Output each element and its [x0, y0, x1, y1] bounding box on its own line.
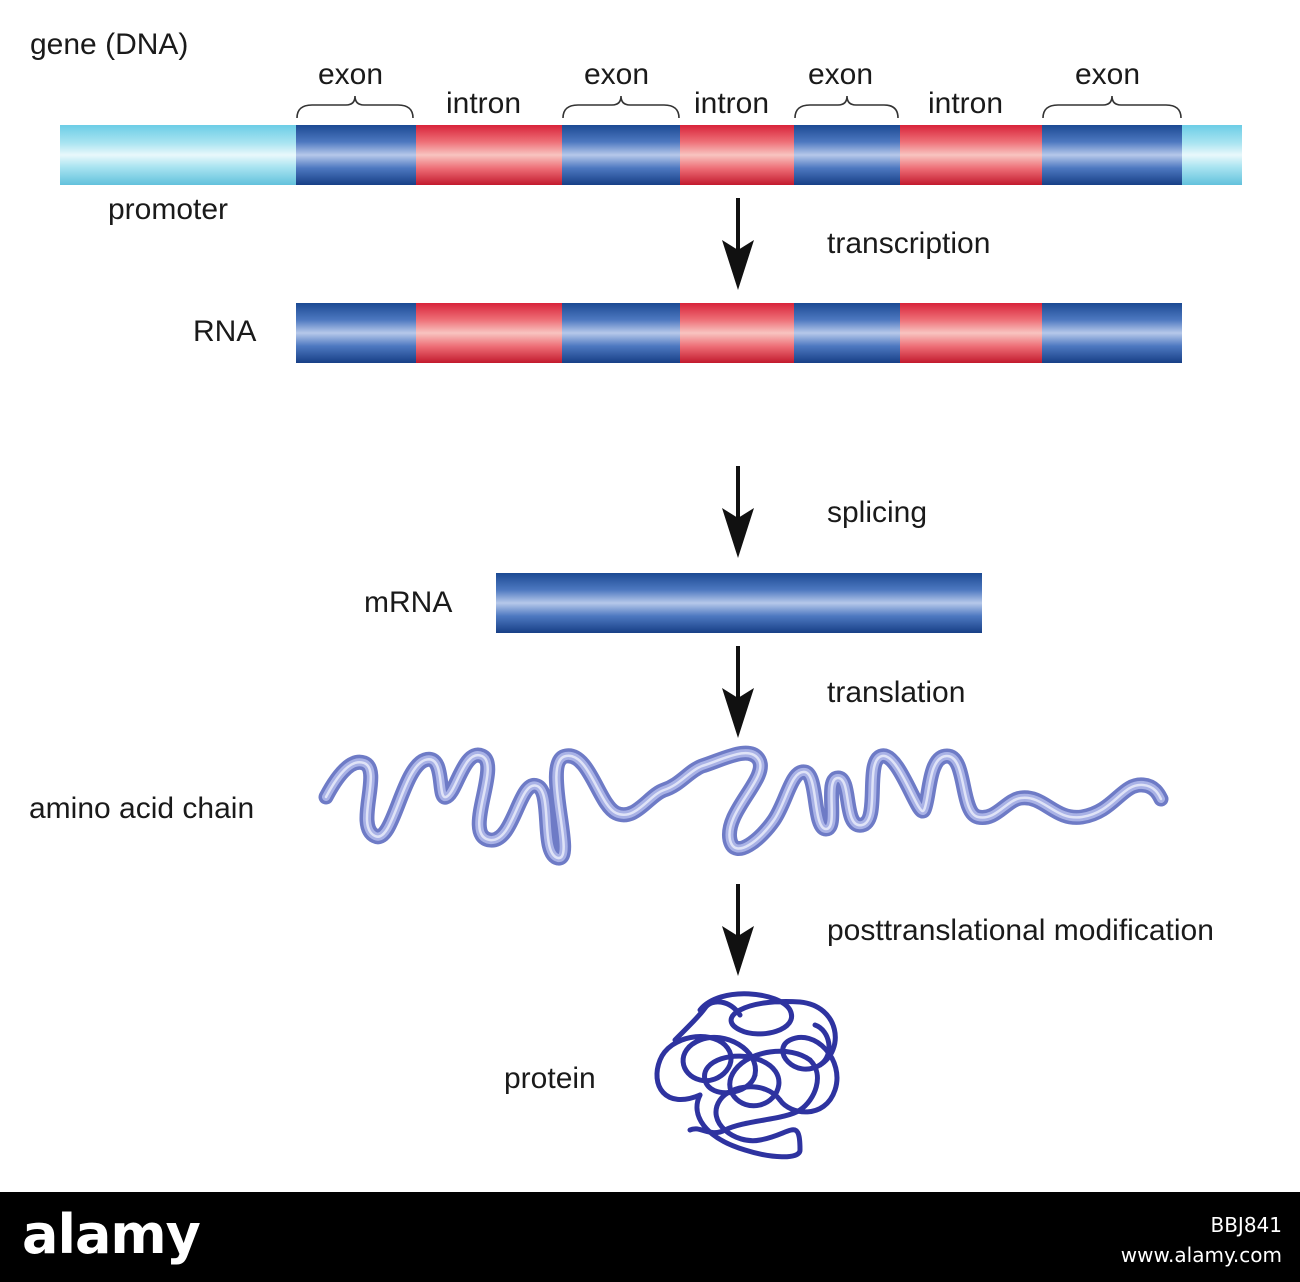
protein-label: protein	[504, 1062, 596, 1095]
exon-label-4: exon	[1075, 58, 1141, 91]
amino-acid-chain	[318, 745, 1169, 866]
exon-brace-4	[1042, 95, 1182, 119]
rna-intron-2	[680, 303, 794, 363]
splicing-arrow	[722, 466, 754, 558]
mrna-bar	[496, 573, 982, 633]
intron-label-2: intron	[694, 87, 770, 120]
dna-trailer-region	[1182, 125, 1242, 185]
rna-exon-4	[1042, 303, 1182, 363]
posttranslational-label: posttranslational modification	[827, 914, 1214, 947]
folded-protein	[654, 991, 840, 1160]
exon-brace-3	[794, 95, 899, 119]
rna-label: RNA	[193, 315, 257, 348]
mrna-label: mRNA	[364, 586, 453, 619]
exon-label-3: exon	[808, 58, 874, 91]
promoter-label: promoter	[108, 193, 229, 226]
alamy-url: www.alamy.com	[1120, 1243, 1282, 1267]
rna-exon-3	[794, 303, 900, 363]
exon-label-1: exon	[318, 58, 384, 91]
intron-label-3: intron	[928, 87, 1004, 120]
exon-braces	[296, 95, 1182, 119]
promoter-region	[60, 125, 296, 185]
translation-label: translation	[827, 676, 966, 709]
dna-exon-1	[296, 125, 416, 185]
amino-acid-chain-label: amino acid chain	[29, 792, 255, 825]
dna-intron-2	[680, 125, 794, 185]
watermark-footer	[0, 1192, 1300, 1282]
dna-intron-1	[416, 125, 562, 185]
transcription-label: transcription	[827, 227, 991, 260]
rna-intron-1	[416, 303, 562, 363]
posttranslational-arrow	[722, 884, 754, 976]
dna-exon-4	[1042, 125, 1182, 185]
transcription-arrow	[722, 198, 754, 290]
intron-label-1: intron	[446, 87, 522, 120]
rna-exon-1	[296, 303, 416, 363]
alamy-logo: alamy	[22, 1203, 201, 1266]
exon-label-2: exon	[584, 58, 650, 91]
splicing-label: splicing	[827, 496, 928, 529]
exon-brace-1	[296, 95, 414, 119]
rna-intron-3	[900, 303, 1042, 363]
dna-intron-3	[900, 125, 1042, 185]
dna-exon-2	[562, 125, 680, 185]
translation-arrow	[722, 646, 754, 738]
dna-exon-3	[794, 125, 900, 185]
diagram-title: gene (DNA)	[30, 28, 189, 61]
exon-brace-2	[562, 95, 680, 119]
image-id: BBJ841	[1210, 1213, 1282, 1237]
process-arrows	[722, 198, 754, 976]
rna-exon-2	[562, 303, 680, 363]
